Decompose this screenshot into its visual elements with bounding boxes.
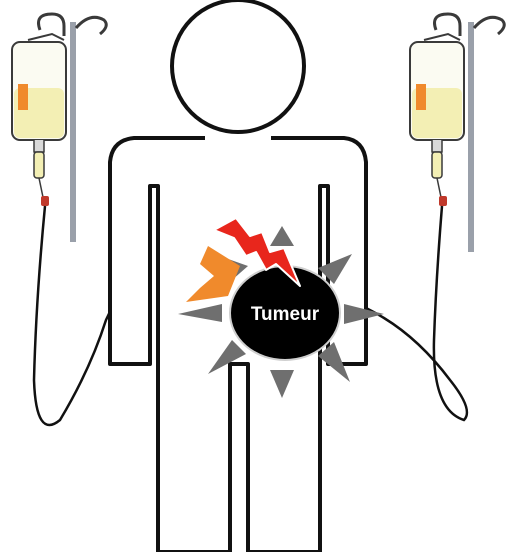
figure-head — [172, 0, 304, 132]
left-iv-neck — [34, 140, 44, 152]
tumor-label: Tumeur — [251, 304, 320, 325]
right-iv-drip-icon — [352, 14, 504, 420]
right-iv-drip-chamber — [432, 152, 442, 178]
left-iv-clamp — [41, 196, 49, 206]
right-iv-label — [416, 84, 426, 110]
left-iv-drip-icon — [12, 14, 124, 425]
left-iv-drip-chamber — [34, 152, 44, 178]
left-iv-hanger — [28, 34, 64, 40]
left-iv-label — [18, 84, 28, 110]
tumor: Tumeur — [230, 266, 340, 360]
figure-body-outline — [110, 138, 366, 552]
right-iv-pole — [468, 22, 474, 252]
right-iv-hanger — [424, 34, 460, 40]
left-iv-pole — [70, 22, 76, 242]
right-iv-neck — [432, 140, 442, 152]
right-iv-clamp — [439, 196, 447, 206]
